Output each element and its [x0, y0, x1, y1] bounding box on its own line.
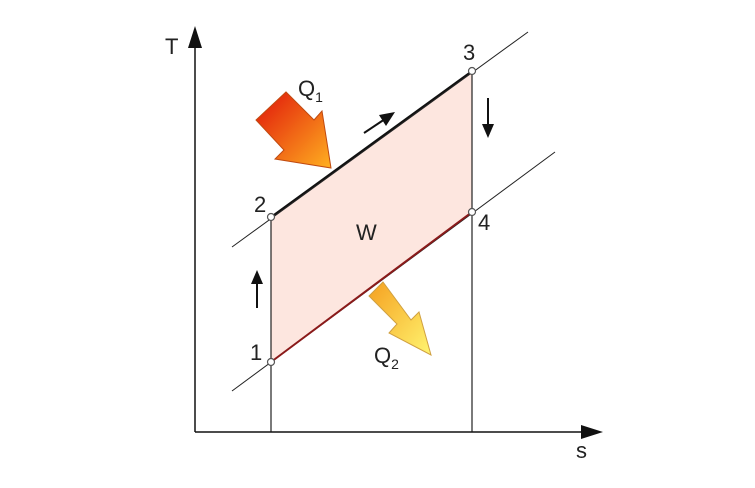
- point-3-marker: [467, 66, 477, 76]
- point-4-marker: [467, 207, 477, 217]
- point-4-label: 4: [478, 210, 490, 235]
- direction-arrow-down-icon: [482, 98, 494, 138]
- upper-isobar-line: [231, 31, 529, 248]
- heat-in-sub: 1: [315, 89, 323, 105]
- y-axis-arrowhead: [188, 26, 202, 48]
- y-axis-label: T: [165, 34, 178, 59]
- heat-in-label: Q1: [298, 76, 323, 105]
- direction-arrow-diagonal-icon: [363, 112, 395, 134]
- heat-out-arrow-icon: [368, 281, 432, 356]
- edge-4-1: [270, 211, 473, 363]
- point-1-label: 1: [250, 340, 262, 365]
- heat-out-main: Q: [374, 343, 391, 368]
- edge-2-3: [270, 70, 473, 218]
- cycle-area: [271, 71, 472, 362]
- heat-in-main: Q: [298, 76, 315, 101]
- work-label: W: [356, 220, 377, 245]
- heat-out-sub: 2: [391, 356, 399, 372]
- x-axis-label: s: [576, 438, 587, 463]
- point-3-label: 3: [463, 40, 475, 65]
- direction-arrow-up-icon: [251, 270, 263, 308]
- heat-out-label: Q2: [374, 343, 399, 372]
- point-2-label: 2: [254, 192, 266, 217]
- point-2-marker: [266, 212, 276, 222]
- heat-in-arrow-icon: [255, 91, 332, 169]
- point-1-marker: [266, 357, 276, 367]
- x-axis-arrowhead: [581, 425, 603, 439]
